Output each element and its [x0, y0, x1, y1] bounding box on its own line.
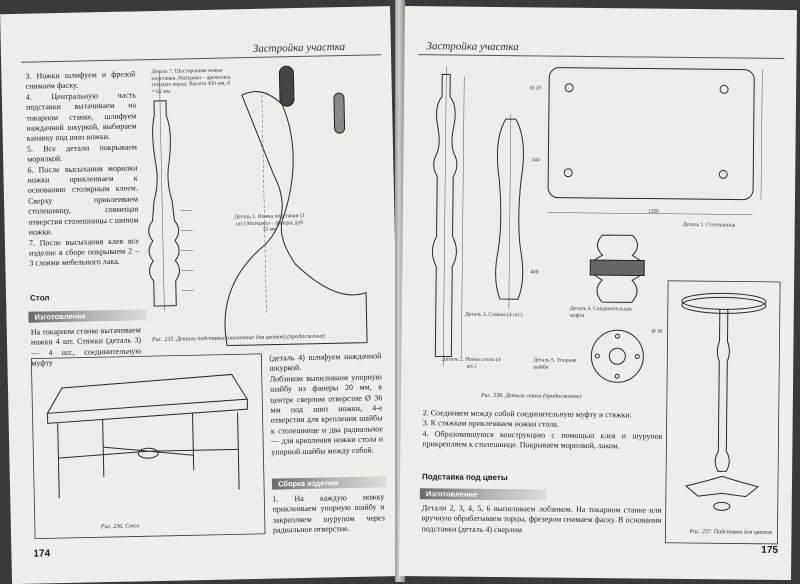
- section-bar-manufacturing-2: Изготовление: [420, 488, 546, 500]
- right-page: Застройка участка Деталь 3. Стяжка (4 шт…: [399, 6, 797, 580]
- fig-237-caption: Рис. 237. Подставка для цветов: [689, 529, 772, 536]
- stand-leg-drawing: [201, 62, 387, 346]
- dim-340: 340: [531, 157, 539, 164]
- header-rule: [21, 54, 381, 63]
- left-col1-text: 3. Ножки шлифуем и фрезой снимаем фаску.…: [25, 69, 139, 269]
- flower-stand-text: Детали 2, 3, 4, 5, 6 выпиливаем лобзиком…: [421, 503, 661, 537]
- detail3-label: Деталь 3. Стяжка (4 шт.): [464, 312, 524, 319]
- dim-d20: Ø 20: [530, 85, 541, 92]
- left-page: Застройка участка 3. Ножки шлифуем и фре…: [0, 6, 402, 584]
- stretcher-drawing: [484, 119, 536, 310]
- table-illustration: [31, 354, 265, 539]
- detail7-label: Деталь 7. Шестиранная ножка подставки. М…: [151, 67, 232, 95]
- section-title-table: Стол: [30, 293, 50, 302]
- header-rule: [418, 54, 784, 59]
- fig-236-cont-caption: Рис. 236. Детали стола (продолжение): [481, 393, 582, 400]
- section-bar-assembly: Сборка изделия: [272, 476, 386, 489]
- assembly-steps-text: 2. Соединяем между собой соединительную …: [422, 408, 662, 452]
- left-page-header: Застройка участка: [253, 41, 345, 55]
- page-number-right: 175: [761, 545, 778, 556]
- dim-d36: Ø 36: [652, 329, 663, 336]
- dim-1200: 1200: [648, 209, 659, 216]
- right-page-header: Застройка участка: [427, 40, 519, 53]
- fig-236-caption: Рис. 236. Стол: [101, 523, 139, 530]
- washer-drawing: [587, 326, 648, 387]
- dim-400: 400: [530, 269, 538, 276]
- detail4-label: Деталь 4. Соединительная муфта: [570, 306, 640, 320]
- detail1-label: Деталь 1. Ножка подставки (3 шт.) Матери…: [234, 213, 304, 234]
- left-col2-text: (деталь 4) шлифуем наждачной шкуркой. Ло…: [269, 351, 383, 457]
- leg-profile-drawing: [141, 70, 206, 311]
- detail1-label: Деталь 1. Столешница: [683, 222, 736, 229]
- detail5-label: Деталь 5. Упорная шайба: [533, 357, 583, 371]
- detail2-label: Деталь 2. Ножка стола (4 шт.): [441, 356, 501, 370]
- tabletop-drawing: [543, 62, 765, 224]
- section-bar-manufacturing: Изготовление: [28, 309, 146, 322]
- page-number-left: 174: [33, 548, 50, 559]
- flower-stand-illustration: [665, 281, 780, 544]
- coupling-drawing: [582, 230, 653, 311]
- section-title-flower-stand: Подставка под цветы: [422, 472, 508, 482]
- left-col2b-text: 1. На каждую ножку приклеиваем упорную ш…: [272, 492, 385, 536]
